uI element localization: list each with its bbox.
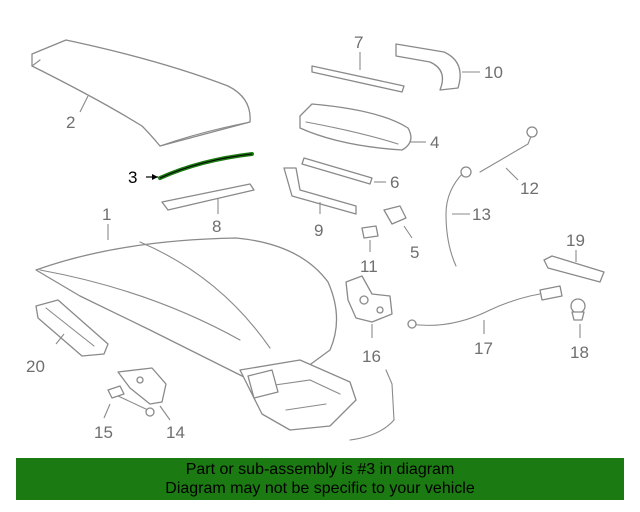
callout-1: 1 [102,205,111,224]
part-7-trim-strip[interactable] [311,65,405,93]
part-5-clip[interactable] [383,205,407,225]
part-19-latch-plate[interactable] [543,255,605,283]
callout-15: 15 [94,423,113,442]
part-13-cable[interactable] [445,166,472,267]
part-14-hinge-bracket[interactable] [117,367,167,405]
part-2-roof-panel[interactable] [31,39,251,147]
exploded-parts-diagram: 2 3 8 7 10 4 6 9 5 [26,33,605,442]
callout-19: 19 [566,231,585,250]
part-17-release-cable[interactable] [407,285,563,329]
part-4-header-frame[interactable] [299,103,412,151]
callout-3: 3 [128,168,137,187]
banner-line-1: Part or sub-assembly is #3 in diagram [185,461,455,478]
callout-5: 5 [410,243,419,262]
part-15-bolt[interactable] [107,385,155,417]
callout-20: 20 [26,357,45,376]
part-11-tab[interactable] [361,225,379,239]
callout-7: 7 [354,33,363,52]
callout-4: 4 [430,133,439,152]
callout-2: 2 [66,113,75,132]
part-3-weatherstrip[interactable] [158,152,254,180]
part-1-top-assembly[interactable] [35,237,395,441]
callout-11: 11 [360,257,378,276]
callout-10: 10 [484,63,503,82]
callout-18: 18 [570,343,589,362]
part-18-grommet[interactable] [570,298,586,321]
part-8-seal-strip[interactable] [161,183,255,211]
part-10-bracket[interactable] [395,43,461,91]
callout-6: 6 [390,173,399,192]
part-16-latch-mechanism[interactable] [345,275,393,323]
part-20-trim-panel[interactable] [35,299,109,357]
callout-12: 12 [520,179,539,198]
callout-14: 14 [166,423,185,442]
callout-8: 8 [212,217,221,236]
part-9-side-rail[interactable] [283,167,357,215]
banner-line-2: Diagram may not be specific to your vehi… [165,480,475,497]
callout-17: 17 [474,339,493,358]
callout-16: 16 [362,347,381,366]
callout-13: 13 [472,205,491,224]
part-info-banner: Part or sub-assembly is #3 in diagram Di… [16,458,624,500]
part-6-seal-strip[interactable] [301,157,373,185]
part-12-rod[interactable] [479,126,538,173]
callout-9: 9 [314,221,323,240]
